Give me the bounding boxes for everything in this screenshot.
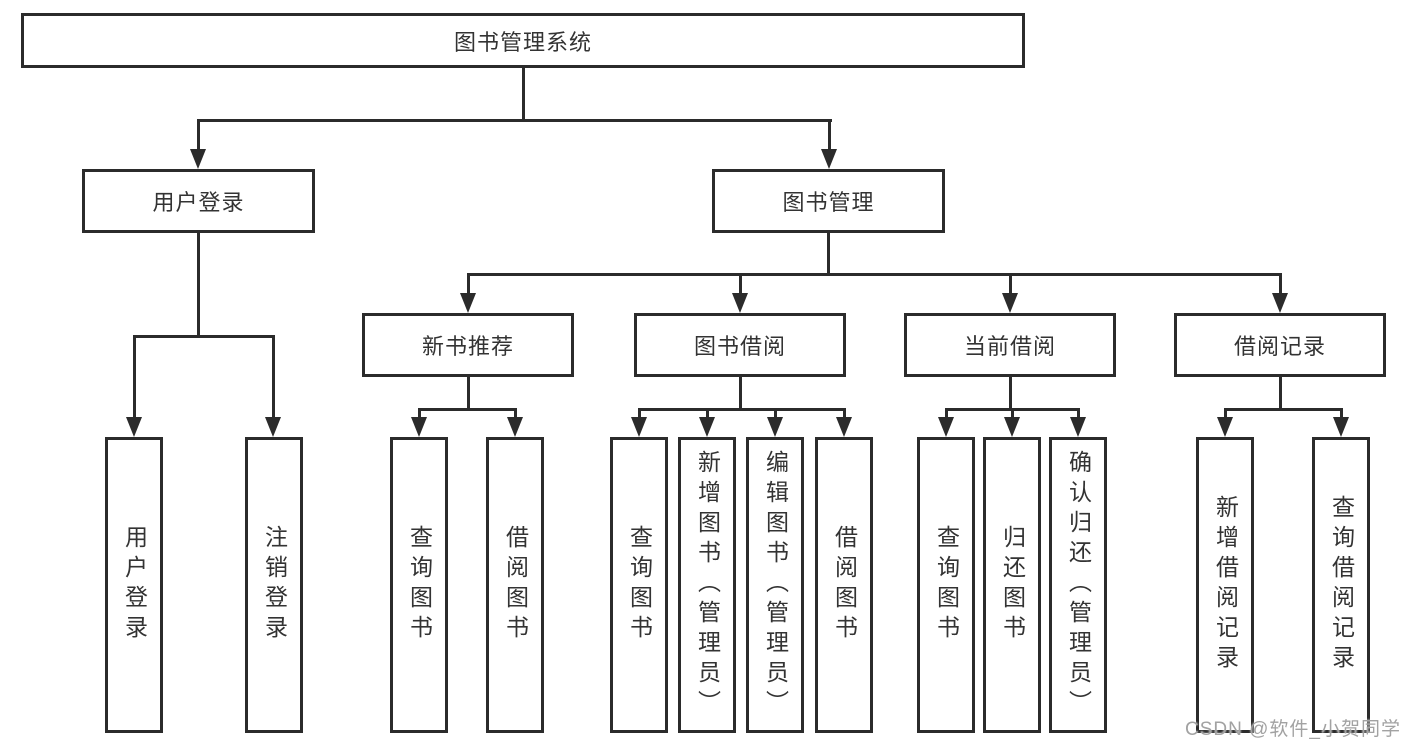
arrowhead-down-icon xyxy=(699,417,715,437)
leaf-query-book: 查询图书 xyxy=(610,437,668,733)
leaf-label: 查询图书 xyxy=(406,525,433,645)
node-label: 图书管理系统 xyxy=(453,29,592,55)
node-book-borrow: 图书借阅 xyxy=(634,313,846,377)
connector-borrow-record-stem xyxy=(1279,377,1282,408)
arrowhead-down-icon xyxy=(265,417,281,437)
arrowhead-down-icon xyxy=(1272,293,1288,313)
arrowhead-down-icon xyxy=(411,417,427,437)
leaf-edit-book-admin: 编辑图书（管理员） xyxy=(746,437,804,733)
leaf-logout: 注销登录 xyxy=(245,437,303,733)
leaf-label: 新增借阅记录 xyxy=(1212,495,1239,675)
arrowhead-down-icon xyxy=(507,417,523,437)
node-new-book-recommend: 新书推荐 xyxy=(362,313,574,377)
connector-stub xyxy=(418,408,421,419)
node-label: 用户登录 xyxy=(152,190,245,215)
node-book-management: 图书管理 xyxy=(712,169,945,233)
arrowhead-down-icon xyxy=(126,417,142,437)
connector-user-login-bar xyxy=(133,335,275,338)
leaf-user-login: 用户登录 xyxy=(105,437,163,733)
leaf-add-borrow-record: 新增借阅记录 xyxy=(1196,437,1254,733)
connector-stub xyxy=(945,408,948,419)
arrowhead-down-icon xyxy=(1004,417,1020,437)
csdn-watermark: CSDN @软件_小贺同学 xyxy=(1185,719,1401,740)
connector-root-stem xyxy=(522,68,525,120)
connector-stub xyxy=(1340,408,1343,419)
leaf-label: 注销登录 xyxy=(261,525,288,645)
node-library-management-system: 图书管理系统 xyxy=(21,13,1025,68)
node-user-login: 用户登录 xyxy=(82,169,315,233)
connector-stub xyxy=(706,408,709,419)
node-label: 当前借阅 xyxy=(963,334,1056,359)
arrowhead-down-icon xyxy=(190,149,206,169)
arrowhead-down-icon xyxy=(460,293,476,313)
arrowhead-down-icon xyxy=(1070,417,1086,437)
connector-stub xyxy=(1077,408,1080,419)
connector-new-book-bar xyxy=(418,408,517,411)
connector-new-book-stem xyxy=(467,377,470,408)
arrowhead-down-icon xyxy=(631,417,647,437)
leaf-label: 用户登录 xyxy=(121,525,148,645)
arrowhead-down-icon xyxy=(732,293,748,313)
node-borrow-record: 借阅记录 xyxy=(1174,313,1386,377)
leaf-label: 借阅图书 xyxy=(502,525,529,645)
leaf-label: 新增图书（管理员） xyxy=(694,450,721,720)
connector-stub xyxy=(638,408,641,419)
leaf-return-book: 归还图书 xyxy=(983,437,1041,733)
connector-stub xyxy=(514,408,517,419)
leaf-label: 查询借阅记录 xyxy=(1328,495,1355,675)
connector-stub xyxy=(1011,408,1014,419)
connector-stub xyxy=(1279,273,1282,295)
connector-stub xyxy=(272,335,275,419)
leaf-borrow-book-recommend: 借阅图书 xyxy=(486,437,544,733)
node-label: 图书管理 xyxy=(782,190,875,215)
leaf-label: 查询图书 xyxy=(933,525,960,645)
leaf-borrow-book: 借阅图书 xyxy=(815,437,873,733)
leaf-label: 归还图书 xyxy=(999,525,1026,645)
leaf-label: 确认归还（管理员） xyxy=(1065,450,1092,720)
arrowhead-down-icon xyxy=(1333,417,1349,437)
connector-stub xyxy=(1224,408,1227,419)
arrowhead-down-icon xyxy=(1217,417,1233,437)
arrowhead-down-icon xyxy=(821,149,837,169)
connector-current-borrow-stem xyxy=(1009,377,1012,408)
node-label: 新书推荐 xyxy=(421,334,514,359)
arrowhead-down-icon xyxy=(836,417,852,437)
leaf-query-borrow-record: 查询借阅记录 xyxy=(1312,437,1370,733)
connector-stub xyxy=(828,119,831,151)
leaf-confirm-return-admin: 确认归还（管理员） xyxy=(1049,437,1107,733)
connector-stub xyxy=(197,119,200,151)
connector-user-login-stem xyxy=(197,233,200,335)
node-current-borrow: 当前借阅 xyxy=(904,313,1116,377)
connector-book-borrow-bar xyxy=(638,408,846,411)
leaf-add-book-admin: 新增图书（管理员） xyxy=(678,437,736,733)
connector-stub xyxy=(133,335,136,419)
arrowhead-down-icon xyxy=(1002,293,1018,313)
connector-book-mgmt-bar xyxy=(467,273,1282,276)
connector-book-mgmt-stem xyxy=(827,233,830,273)
node-label: 借阅记录 xyxy=(1233,334,1326,359)
leaf-label: 编辑图书（管理员） xyxy=(762,450,789,720)
leaf-label: 查询图书 xyxy=(626,525,653,645)
connector-stub xyxy=(739,273,742,295)
connector-borrow-record-bar xyxy=(1224,408,1343,411)
arrowhead-down-icon xyxy=(767,417,783,437)
connector-stub xyxy=(467,273,470,295)
connector-book-borrow-stem xyxy=(739,377,742,408)
leaf-label: 借阅图书 xyxy=(831,525,858,645)
connector-stub xyxy=(774,408,777,419)
leaf-query-book-recommend: 查询图书 xyxy=(390,437,448,733)
connector-root-bar xyxy=(197,119,832,122)
arrowhead-down-icon xyxy=(938,417,954,437)
connector-stub xyxy=(1009,273,1012,295)
leaf-query-current-book: 查询图书 xyxy=(917,437,975,733)
connector-stub xyxy=(843,408,846,419)
node-label: 图书借阅 xyxy=(693,334,786,359)
